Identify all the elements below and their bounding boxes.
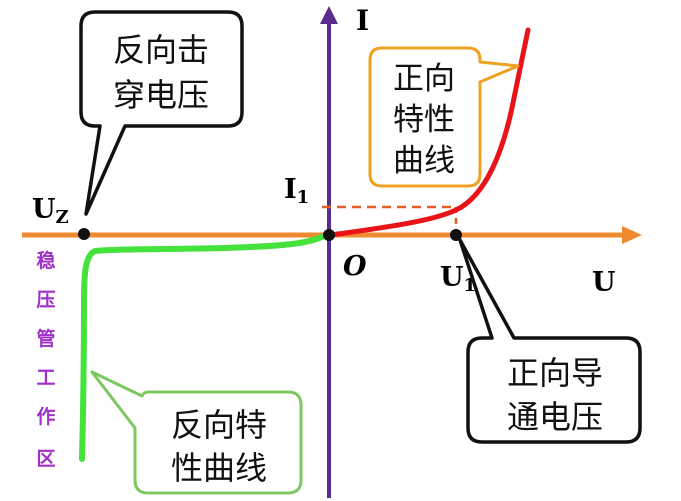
forward-characteristic-curve xyxy=(328,27,531,238)
u1-point xyxy=(450,229,462,241)
origin-label: O xyxy=(343,251,367,282)
callout-text-line-1: 正向导 xyxy=(507,354,603,392)
i1-label: I1 xyxy=(284,174,309,208)
callout-bubble xyxy=(79,10,244,216)
callout-bubble xyxy=(368,46,520,188)
callout-reverse-breakdown-voltage: 反向击 穿电压 xyxy=(79,10,244,216)
zener-region-char: 稳 xyxy=(36,249,55,272)
callout-forward-characteristic-curve: 正向 特性 曲线 xyxy=(368,46,520,188)
callout-bubble xyxy=(90,370,303,495)
reverse-characteristic-curve xyxy=(79,230,334,462)
zener-region-char: 管 xyxy=(36,327,55,350)
origin-point xyxy=(323,229,335,241)
callout-bubble xyxy=(458,238,642,444)
callout-reverse-characteristic-curve: 反向特 性曲线 xyxy=(90,370,303,495)
uz-label: UZ xyxy=(32,194,69,228)
callout-text-line-2: 特性 xyxy=(393,102,455,138)
callout-text-line-2: 性曲线 xyxy=(171,449,267,487)
zener-region-char: 工 xyxy=(36,367,55,389)
callout-forward-conduction-voltage: 正向导 通电压 xyxy=(458,238,642,444)
x-axis-arrowhead xyxy=(622,226,642,244)
callout-text-line-2: 通电压 xyxy=(507,398,603,436)
y-axis-label: I xyxy=(356,4,369,37)
callout-text-line-1: 正向 xyxy=(393,61,455,97)
zener-region-char: 作 xyxy=(36,405,55,428)
x-axis-label: U xyxy=(592,267,616,298)
zener-region-char: 区 xyxy=(36,448,55,470)
zener-region-char: 压 xyxy=(36,289,55,311)
uz-point xyxy=(78,228,90,240)
callout-text-line-1: 反向特 xyxy=(171,406,267,444)
callout-text-line-2: 穿电压 xyxy=(113,76,209,114)
callout-text-line-3: 曲线 xyxy=(393,143,455,179)
callout-text-line-1: 反向击 xyxy=(113,31,209,69)
y-axis-arrowhead xyxy=(320,6,338,24)
zener-working-region-label: 稳 压 管 工 作 区 xyxy=(36,249,55,470)
